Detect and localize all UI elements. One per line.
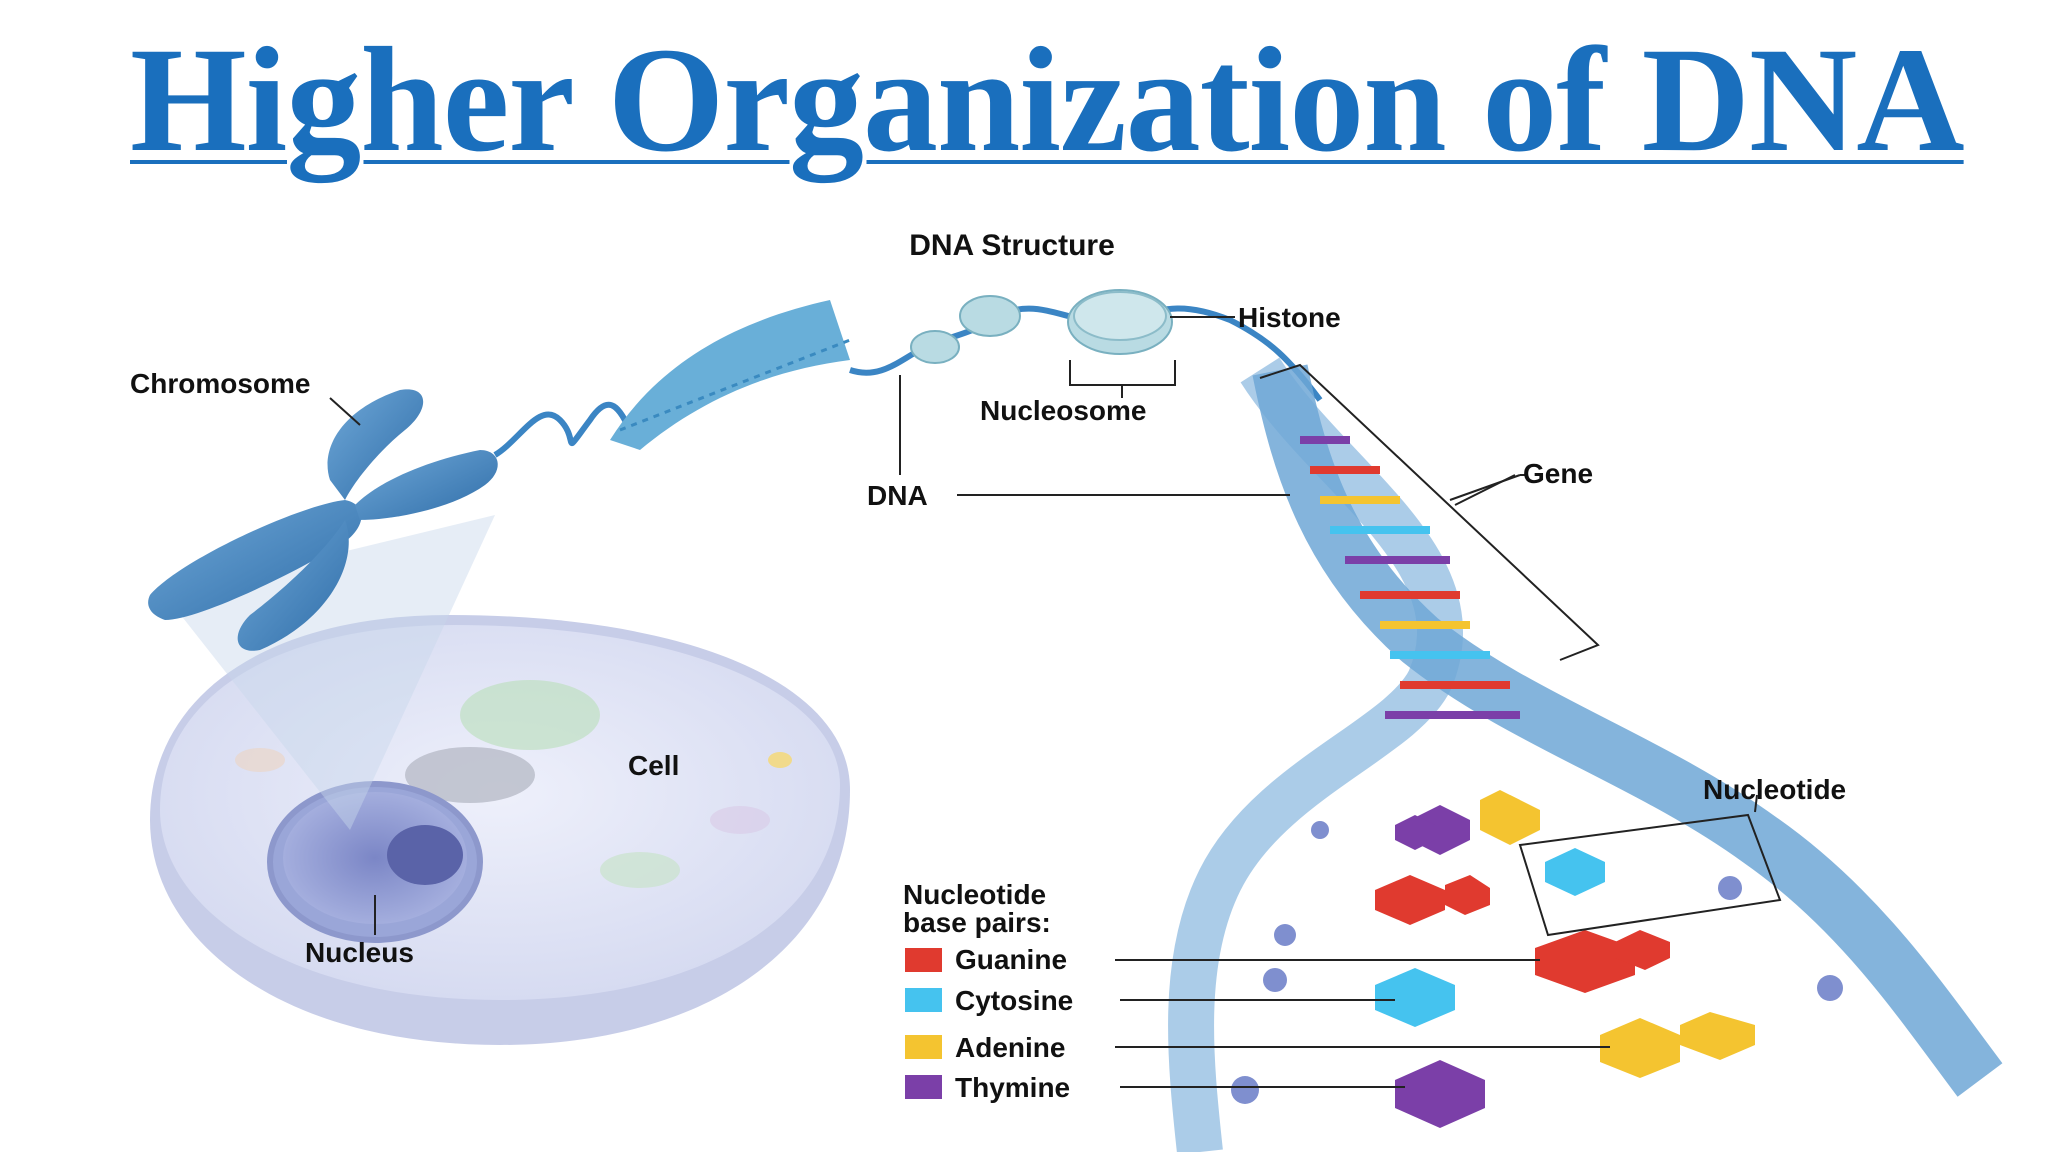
chromosome-label: Chromosome	[130, 368, 310, 399]
phosphate	[1817, 975, 1843, 1001]
cell-label: Cell	[628, 750, 679, 781]
legend-title-line1: Nucleotide	[903, 879, 1046, 910]
chromosome-arm	[237, 520, 349, 651]
guanine-base	[1615, 930, 1670, 970]
helix-backbone	[1168, 357, 1463, 1152]
golgi	[405, 747, 535, 803]
cytosine-base	[1375, 968, 1455, 1027]
solenoid-fiber	[610, 300, 850, 450]
zoom-cone	[165, 515, 495, 830]
adenine-swatch	[905, 1035, 942, 1059]
thymine-label: Thymine	[955, 1072, 1070, 1103]
nucleolus	[387, 825, 463, 885]
solenoid-fiber	[619, 338, 851, 432]
histone-label: Histone	[1238, 302, 1341, 333]
nucleotide-leader	[1754, 794, 1758, 813]
gene-label: Gene	[1523, 458, 1593, 489]
dna-thread	[493, 401, 633, 458]
thymine-base	[1395, 815, 1435, 850]
dna-double-helix	[1168, 357, 2003, 1152]
organelle	[710, 806, 770, 834]
adenine-base	[1600, 1018, 1680, 1078]
chromosome-arm	[148, 500, 362, 620]
phosphate	[1231, 1076, 1259, 1104]
base-pair-legend: Nucleotide base pairs: Guanine Cytosine …	[903, 879, 1073, 1103]
gene-leader	[1454, 474, 1516, 506]
guanine-base	[1445, 875, 1490, 915]
guanine-base	[1535, 930, 1635, 993]
chromatin-fiber	[493, 289, 1323, 458]
chromosome-illustration	[148, 389, 498, 651]
nucleosome-label: Nucleosome	[980, 395, 1147, 426]
phosphate	[1718, 876, 1742, 900]
guanine-swatch	[905, 948, 942, 972]
nucleosome-bracket	[1069, 360, 1176, 398]
phosphate	[1274, 924, 1296, 946]
nucleosome	[910, 330, 960, 364]
cytosine-base	[1545, 848, 1605, 896]
cell-illustration	[150, 615, 850, 1045]
phosphate	[1311, 821, 1329, 839]
diagram-heading: DNA Structure	[909, 229, 1115, 262]
legend-title-line2: base pairs:	[903, 907, 1051, 938]
guanine-label: Guanine	[955, 944, 1067, 975]
thymine-swatch	[905, 1075, 942, 1099]
nucleus	[283, 792, 467, 924]
organelle	[768, 752, 792, 768]
nucleotide-label: Nucleotide	[1703, 774, 1846, 805]
nucleotide-box	[1518, 813, 1782, 937]
cytosine-swatch	[905, 988, 942, 1012]
organelle	[235, 748, 285, 772]
nucleus-label: Nucleus	[305, 937, 414, 968]
phosphate	[1263, 968, 1287, 992]
cytosine-label: Cytosine	[955, 985, 1073, 1016]
nucleosome	[959, 295, 1021, 337]
chromosome-leader	[329, 397, 361, 426]
chromosome-arm	[355, 450, 498, 520]
helix-backbone	[1252, 364, 2003, 1097]
base-pair-rungs	[1300, 436, 1520, 719]
histone-core	[1073, 291, 1167, 341]
adenine-label: Adenine	[955, 1032, 1065, 1063]
organelle	[600, 852, 680, 888]
thymine-base	[1395, 1060, 1485, 1128]
adenine-base	[1480, 795, 1540, 845]
page-title: Higher Organization of DNA	[130, 17, 1965, 183]
guanine-base	[1375, 875, 1445, 925]
dna-label: DNA	[867, 480, 928, 511]
organelle	[460, 680, 600, 750]
adenine-base	[1680, 1012, 1755, 1060]
